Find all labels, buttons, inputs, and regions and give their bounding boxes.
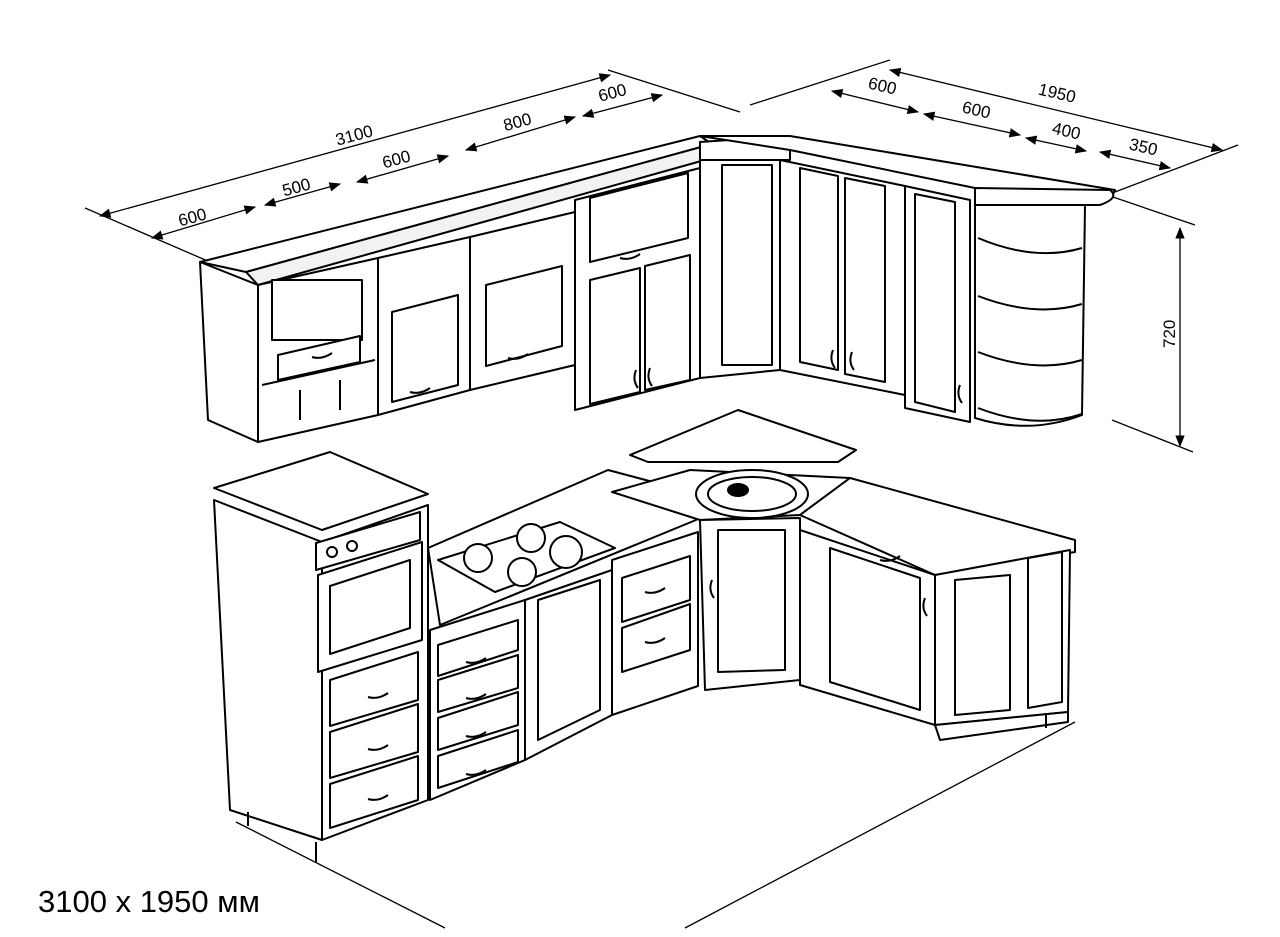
cabinet-legs bbox=[247, 715, 1047, 862]
dim-right-total: 1950 bbox=[1036, 80, 1077, 107]
dim-right-seg-3: 400 bbox=[1050, 119, 1082, 144]
dim-left-seg-5: 600 bbox=[596, 80, 628, 106]
dim-right-seg-1: 600 bbox=[866, 74, 898, 99]
lower-cabinets bbox=[213, 409, 1076, 841]
kitchen-size-caption: 3100 x 1950 мм bbox=[38, 884, 260, 919]
dim-left-seg-1: 600 bbox=[176, 205, 208, 231]
dim-right-seg-2: 600 bbox=[960, 98, 992, 123]
dim-left-seg-3: 600 bbox=[380, 147, 412, 173]
dim-height: 720 bbox=[1160, 320, 1179, 348]
floor-outline bbox=[235, 721, 1076, 929]
dim-right-seg-4: 350 bbox=[1127, 135, 1159, 160]
dimension-labels: 3100 600 500 600 800 600 1950 600 600 40… bbox=[176, 74, 1179, 348]
dim-left-seg-2: 500 bbox=[280, 175, 312, 201]
upper-cabinets bbox=[199, 135, 1116, 443]
dimension-lines bbox=[84, 59, 1239, 453]
